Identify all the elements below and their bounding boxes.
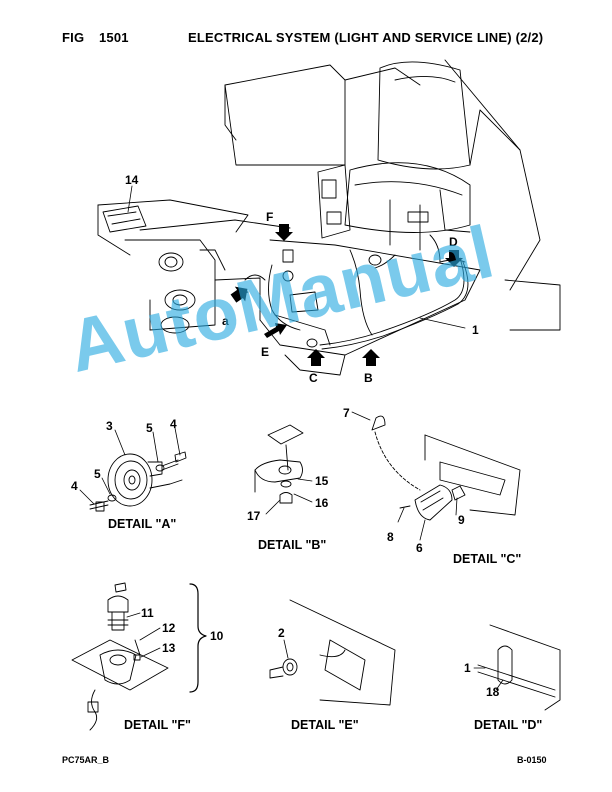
callout-c: C	[309, 371, 318, 385]
callout-12: 12	[162, 621, 176, 635]
callout-f: F	[266, 210, 273, 224]
detail-b-caption: DETAIL "B"	[258, 538, 326, 552]
detail-f-drawing	[71, 582, 207, 731]
callout-6: 6	[416, 541, 423, 555]
arrow-a-icon	[230, 286, 248, 303]
callout-8: 8	[387, 530, 394, 544]
callout-1-detail-d: 1	[464, 661, 471, 675]
detail-e-drawing	[269, 599, 396, 706]
callout-e: E	[261, 345, 269, 359]
callout-a: a	[222, 314, 229, 328]
footer-page-code: B-0150	[517, 755, 547, 765]
detail-f-caption: DETAIL "F"	[124, 718, 191, 732]
detail-a-caption: DETAIL "A"	[108, 517, 176, 531]
callout-7: 7	[343, 406, 350, 420]
callout-14: 14	[125, 173, 139, 187]
callout-labels: 14 F D 1 a E C B 3 5 4 5 4 DETAIL "A" 15…	[71, 173, 542, 732]
detail-c-drawing	[351, 411, 521, 541]
detail-c-caption: DETAIL "C"	[453, 552, 521, 566]
detail-b-drawing	[254, 424, 313, 515]
detail-a-drawing	[79, 427, 187, 512]
callout-d: D	[449, 235, 458, 249]
callout-5-left: 5	[94, 467, 101, 481]
callout-17: 17	[247, 509, 261, 523]
callout-18: 18	[486, 685, 500, 699]
arrow-e-icon	[264, 323, 287, 338]
detail-e-caption: DETAIL "E"	[291, 718, 359, 732]
view-arrows	[230, 224, 463, 366]
fig-number: 1501	[99, 30, 129, 45]
callout-2: 2	[278, 626, 285, 640]
callout-10: 10	[210, 629, 224, 643]
callout-16: 16	[315, 496, 329, 510]
callout-9: 9	[458, 513, 465, 527]
callout-4-top: 4	[170, 417, 177, 431]
callout-11: 11	[141, 606, 154, 620]
arrow-f-icon	[275, 224, 293, 241]
detail-d-caption: DETAIL "D"	[474, 718, 542, 732]
main-assembly-view	[97, 59, 561, 376]
fig-label: FIG	[62, 30, 85, 45]
callout-4-left: 4	[71, 479, 78, 493]
arrow-d-icon	[445, 250, 463, 267]
footer-model-code: PC75AR_B	[62, 755, 110, 765]
callout-15: 15	[315, 474, 329, 488]
arrow-c-icon	[307, 349, 325, 366]
callout-5-top: 5	[146, 421, 153, 435]
callout-13: 13	[162, 641, 176, 655]
arrow-b-icon	[362, 349, 380, 366]
page-title: ELECTRICAL SYSTEM (LIGHT AND SERVICE LIN…	[188, 30, 544, 45]
callout-1: 1	[472, 323, 479, 337]
callout-3: 3	[106, 419, 113, 433]
callout-b: B	[364, 371, 373, 385]
detail-d-drawing	[473, 624, 561, 711]
